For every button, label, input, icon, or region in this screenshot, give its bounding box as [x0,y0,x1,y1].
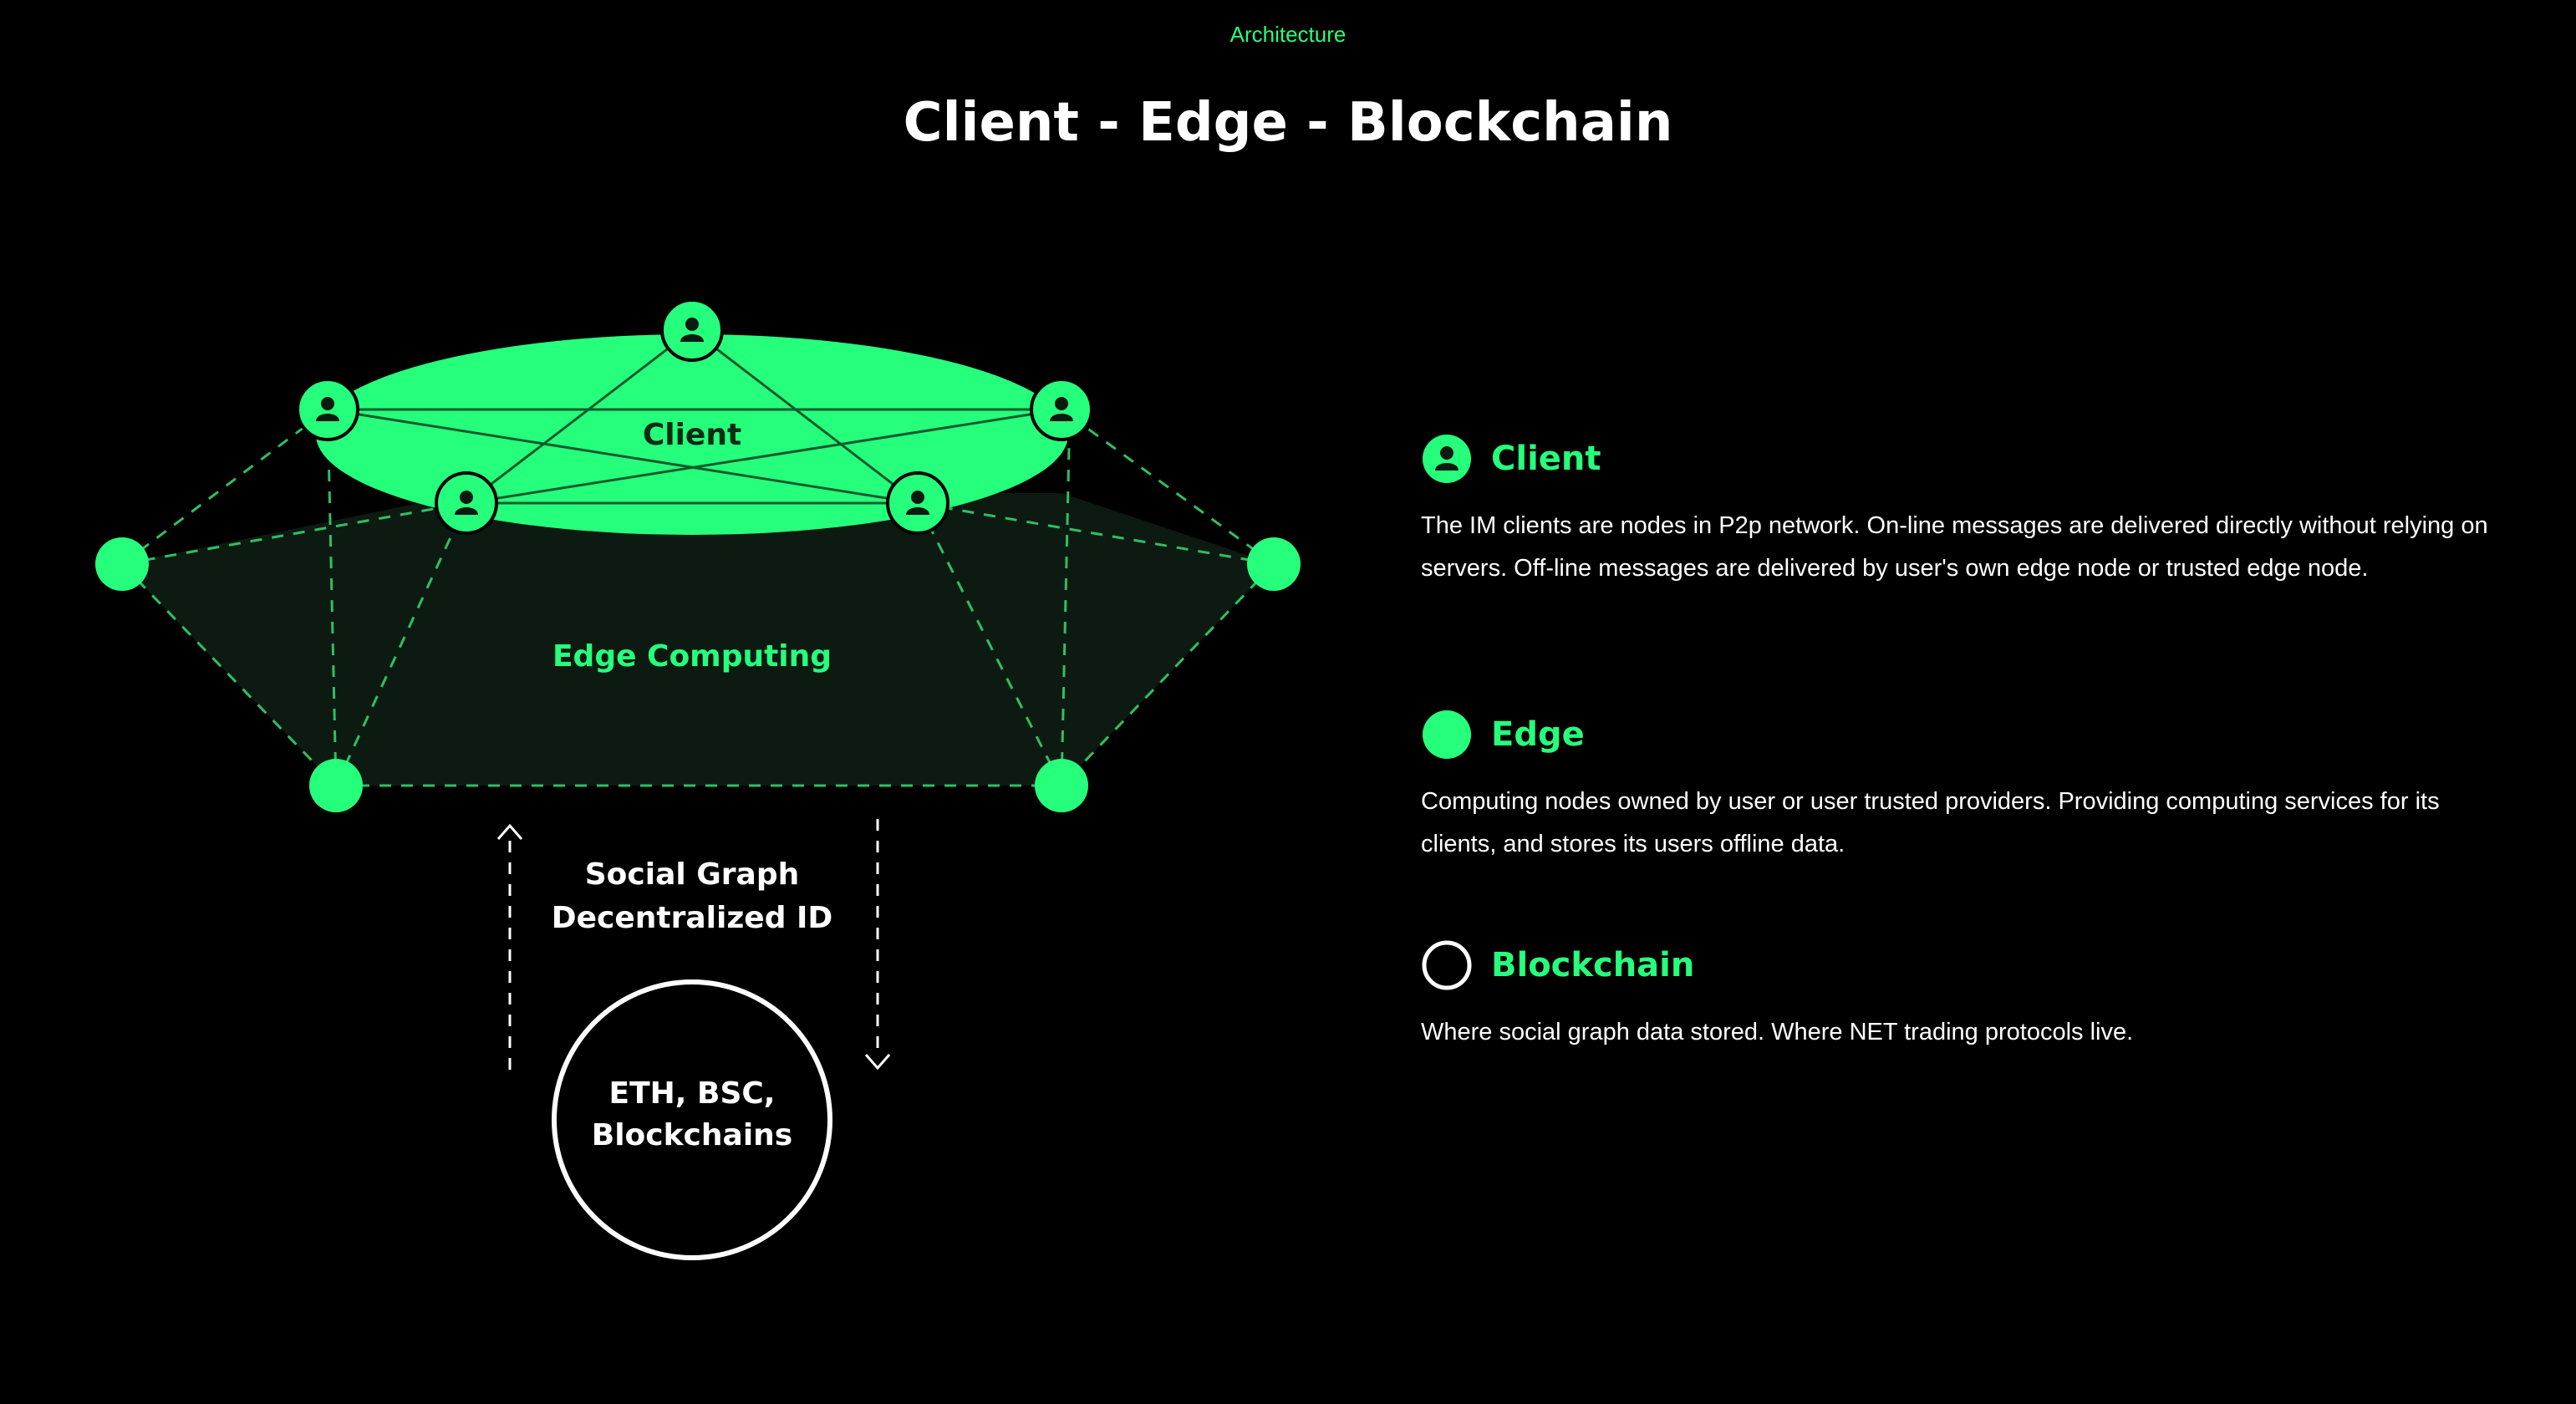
client-node [1030,378,1093,441]
legend-title-blockchain: Blockchain [1491,946,1695,984]
section-eyebrow: Architecture [1229,22,1347,47]
page-title: Client - Edge - Blockchain [903,92,1673,154]
edge-links [120,408,1275,787]
flow-label-line1: Social Graph [585,857,800,892]
legend-title-edge: Edge [1491,715,1585,754]
client-links [327,328,1062,505]
chain-label-line1: ETH, BSC, [609,1076,776,1111]
edge-computing-area [122,493,1274,786]
client-node [435,471,498,535]
legend-title-client: Client [1491,440,1601,478]
client-node [660,298,724,362]
flow-label-line2: Decentralized ID [552,901,833,935]
legend-desc-blockchain: Where social graph data stored. Where NE… [1421,1019,2134,1045]
client-node [296,378,359,441]
filled-circle-icon [1423,710,1471,759]
legend-item-edge: Edge Computing nodes owned by user or us… [1421,709,2499,866]
blockchain-ring [552,979,832,1260]
edge-node [309,759,363,812]
arrow-up-icon [496,823,523,840]
architecture-diagram: Client Edge Computing Social Graph Decen… [95,298,1301,1260]
client-label: Client [643,418,741,452]
edge-node [1035,759,1088,812]
legend-desc-edge: Computing nodes owned by user or user tr… [1421,788,2440,857]
arrow-down-icon [864,1054,891,1071]
edge-node [1247,537,1301,591]
legend-desc-client: The IM clients are nodes in P2p network.… [1421,512,2488,582]
user-node-icon [1423,435,1471,483]
client-node [886,471,949,535]
edge-computing-label: Edge Computing [552,639,832,674]
legend-item-client: Client The IM clients are nodes in P2p n… [1421,433,2499,590]
legend-item-blockchain: Blockchain Where social graph data store… [1421,939,2499,1054]
chain-label-line2: Blockchains [592,1118,792,1152]
ring-icon [1422,940,1472,990]
edge-node [95,537,149,591]
client-network-area [316,334,1068,535]
